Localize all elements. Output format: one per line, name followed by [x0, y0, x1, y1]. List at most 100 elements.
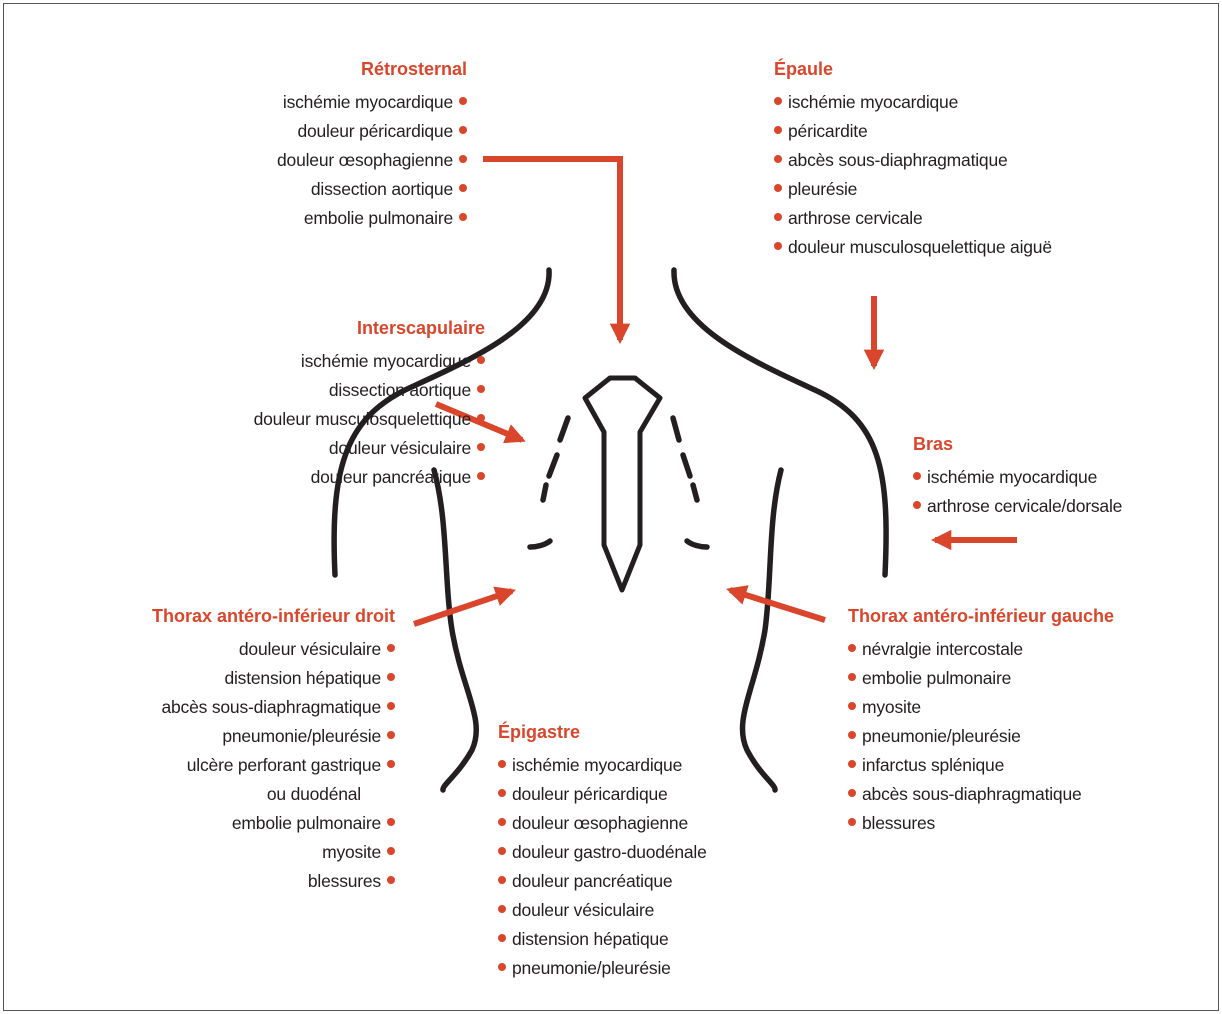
cause-list: douleur vésiculaire distension hépatique a… [152, 635, 395, 896]
cause-label: abcès sous-diaphragmatique [862, 784, 1082, 804]
torso-right-line [742, 470, 781, 790]
cause-label: distension hépatique [512, 929, 669, 949]
cause-label: ischémie myocardique [788, 92, 958, 112]
bullet-dot-icon [774, 213, 782, 221]
cause-item: infarctus splénique [848, 751, 1114, 780]
cause-label: ulcère perforant gastrique [187, 755, 381, 775]
cause-item: ou duodénal [152, 780, 395, 809]
rib-dash-right [673, 418, 679, 440]
cause-item: arthrose cervicale/dorsale [913, 492, 1122, 521]
cause-item: abcès sous-diaphragmatique [774, 146, 1052, 175]
arrow-retrosternal [483, 159, 620, 340]
rib-curve-left [530, 541, 550, 547]
cause-item: douleur vésiculaire [498, 896, 707, 925]
bullet-dot-icon [459, 155, 467, 163]
region-thorax-droit: Thorax antéro-inférieur droit douleur vé… [152, 605, 395, 896]
cause-item: névralgie intercostale [848, 635, 1114, 664]
rib-dash-left-3 [543, 485, 546, 500]
cause-item: douleur pancréatique [498, 867, 707, 896]
cause-item: ischémie myocardique [913, 463, 1122, 492]
cause-item: douleur gastro-duodénale [498, 838, 707, 867]
bullet-dot-icon [848, 818, 856, 826]
bullet-dot-icon [477, 356, 485, 364]
cause-item: embolie pulmonaire [277, 204, 467, 233]
cause-item: douleur œsophagienne [498, 809, 707, 838]
cause-item: ischémie myocardique [254, 347, 485, 376]
bullet-dot-icon [848, 644, 856, 652]
bullet-dot-icon [498, 963, 506, 971]
cause-list: ischémie myocardique douleur péricardique… [277, 88, 467, 233]
rib-dash-right-3 [693, 485, 697, 500]
region-thorax-gauche: Thorax antéro-inférieur gauche névralgie… [848, 605, 1114, 838]
cause-item: arthrose cervicale [774, 204, 1052, 233]
cause-label: douleur péricardique [512, 784, 668, 804]
region-interscapulaire: Interscapulaire ischémie myocardique diss… [254, 317, 485, 492]
bullet-dot-icon [387, 702, 395, 710]
cause-item: ischémie myocardique [774, 88, 1052, 117]
cause-label: embolie pulmonaire [232, 813, 381, 833]
cause-label: pneumonie/pleurésie [512, 958, 671, 978]
bullet-dot-icon [913, 472, 921, 480]
arrow-thorax-droit [414, 591, 512, 624]
bullet-dot-icon [387, 731, 395, 739]
bullet-dot-icon [498, 847, 506, 855]
cause-label: pneumonie/pleurésie [222, 726, 381, 746]
cause-item: pneumonie/pleurésie [498, 954, 707, 983]
cause-label: douleur vésiculaire [239, 639, 381, 659]
cause-list: ischémie myocardique dissection aortique d… [254, 347, 485, 492]
cause-label: dissection aortique [329, 380, 471, 400]
bullet-dot-icon [498, 876, 506, 884]
cause-label: ischémie myocardique [283, 92, 453, 112]
cause-label: pneumonie/pleurésie [862, 726, 1021, 746]
cause-label: douleur œsophagienne [512, 813, 688, 833]
cause-label: infarctus splénique [862, 755, 1004, 775]
region-title: Interscapulaire [254, 317, 485, 339]
bullet-dot-icon [387, 673, 395, 681]
cause-item: péricardite [774, 117, 1052, 146]
cause-item: embolie pulmonaire [848, 664, 1114, 693]
arrow-thorax-gauche [730, 590, 825, 620]
bullet-dot-icon [848, 789, 856, 797]
cause-item: pleurésie [774, 175, 1052, 204]
region-title: Thorax antéro-inférieur droit [152, 605, 395, 627]
cause-label: ischémie myocardique [512, 755, 682, 775]
cause-item: blessures [152, 867, 395, 896]
region-title: Épigastre [498, 721, 707, 743]
cause-item: myosite [152, 838, 395, 867]
bullet-dot-icon [774, 155, 782, 163]
cause-label: douleur pancréatique [512, 871, 672, 891]
bullet-dot-icon [387, 818, 395, 826]
bullet-dot-icon [848, 731, 856, 739]
cause-item: ulcère perforant gastrique [152, 751, 395, 780]
cause-item: ischémie myocardique [498, 751, 707, 780]
cause-list: ischémie myocardique douleur péricardique… [498, 751, 707, 983]
cause-label: douleur musculosquelettique [254, 409, 471, 429]
cause-item: distension hépatique [152, 664, 395, 693]
bullet-dot-icon [498, 818, 506, 826]
cause-item: pneumonie/pleurésie [848, 722, 1114, 751]
cause-label: blessures [308, 871, 381, 891]
cause-label: distension hépatique [224, 668, 381, 688]
torso-left-line [434, 470, 476, 790]
rib-curve-right [687, 541, 707, 547]
cause-item: douleur péricardique [277, 117, 467, 146]
rib-dash-right-2 [683, 455, 690, 476]
cause-label: dissection aortique [311, 179, 453, 199]
bullet-dot-icon [459, 97, 467, 105]
cause-label: myosite [322, 842, 381, 862]
cause-label: blessures [862, 813, 935, 833]
cause-item: douleur péricardique [498, 780, 707, 809]
cause-item: distension hépatique [498, 925, 707, 954]
cause-label: névralgie intercostale [862, 639, 1023, 659]
bullet-dot-icon [498, 905, 506, 913]
cause-label: douleur vésiculaire [329, 438, 471, 458]
sternum-shape [585, 378, 660, 590]
bullet-dot-icon [848, 673, 856, 681]
cause-item: abcès sous-diaphragmatique [848, 780, 1114, 809]
cause-item: ischémie myocardique [277, 88, 467, 117]
cause-item: dissection aortique [277, 175, 467, 204]
cause-label: myosite [862, 697, 921, 717]
cause-label: abcès sous-diaphragmatique [161, 697, 381, 717]
cause-item: douleur pancréatique [254, 463, 485, 492]
